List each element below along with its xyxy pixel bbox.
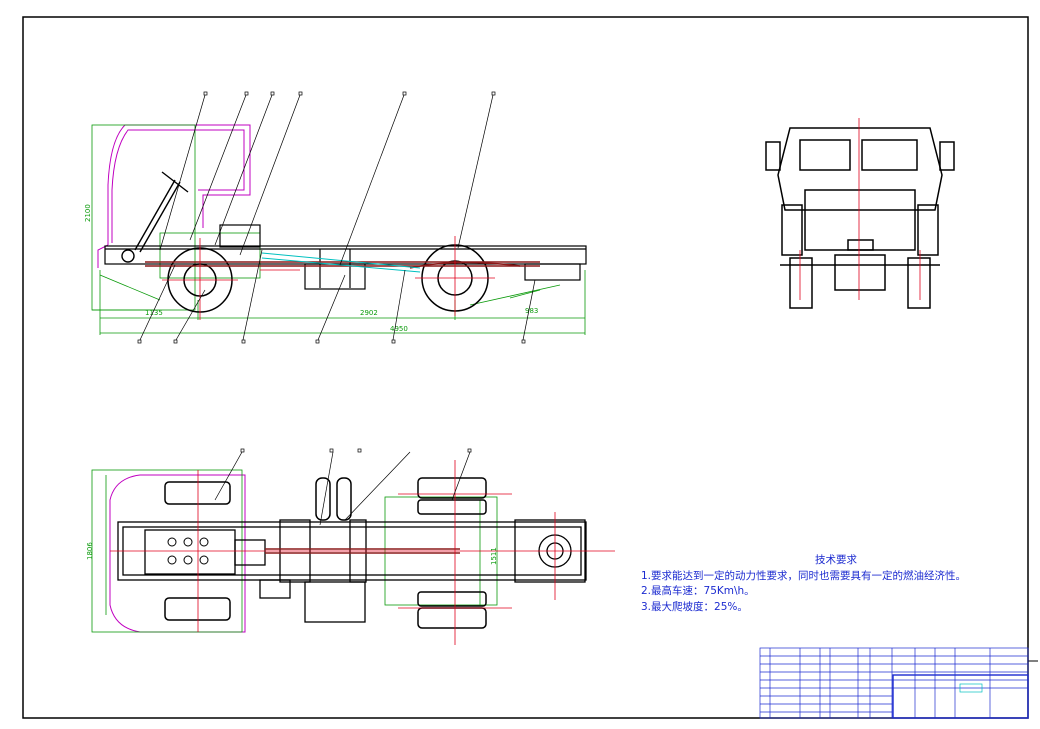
steering-column	[121, 171, 189, 263]
technical-requirements: 技术要求 1.要求能达到一定的动力性要求，同时也需要具有一定的燃油经济性。 2.…	[641, 553, 1021, 615]
top-wheels	[164, 477, 487, 629]
requirement-item: 3.最大爬坡度：25%。	[641, 600, 748, 613]
cab-top-outline	[109, 474, 246, 633]
top-centerlines	[110, 460, 615, 645]
cyan-highlight	[261, 252, 421, 273]
chassis-frame-top	[117, 519, 587, 623]
dim-front-overhang: 1135	[145, 309, 163, 317]
dim-front-width: 1806	[86, 542, 94, 560]
dim-height: 2100	[84, 204, 92, 222]
drive-shaft-side	[145, 261, 540, 269]
side-view: 2100 1135 2902 4950 983	[84, 91, 587, 344]
requirement-item: 2.最高车速：75Km\h。	[641, 585, 755, 597]
requirement-item: 1.要求能达到一定的动力性要求，同时也需要具有一定的燃油经济性。	[641, 569, 967, 582]
side-leaders-bottom	[137, 249, 536, 344]
title-block	[759, 647, 1029, 719]
side-centerlines	[162, 236, 495, 320]
dim-rear-track: 1511	[490, 547, 498, 565]
dim-overall-length: 4950	[390, 325, 408, 333]
dim-wheelbase: 2902	[360, 309, 378, 317]
side-dimension-labels: 2100 1135 2902 4950 983	[84, 204, 538, 333]
drive-shaft-top	[265, 548, 460, 554]
top-leaders	[214, 448, 472, 526]
technical-requirements-title: 技术要求	[815, 554, 857, 566]
front-centerlines	[799, 118, 921, 300]
side-dimensions	[91, 124, 586, 335]
side-leaders-top	[159, 91, 496, 266]
front-view	[765, 127, 955, 309]
dim-rear-overhang: 983	[525, 307, 538, 315]
engine-top	[167, 537, 209, 565]
sheet-border	[22, 16, 1029, 719]
top-view: 1806 1511	[86, 448, 615, 645]
